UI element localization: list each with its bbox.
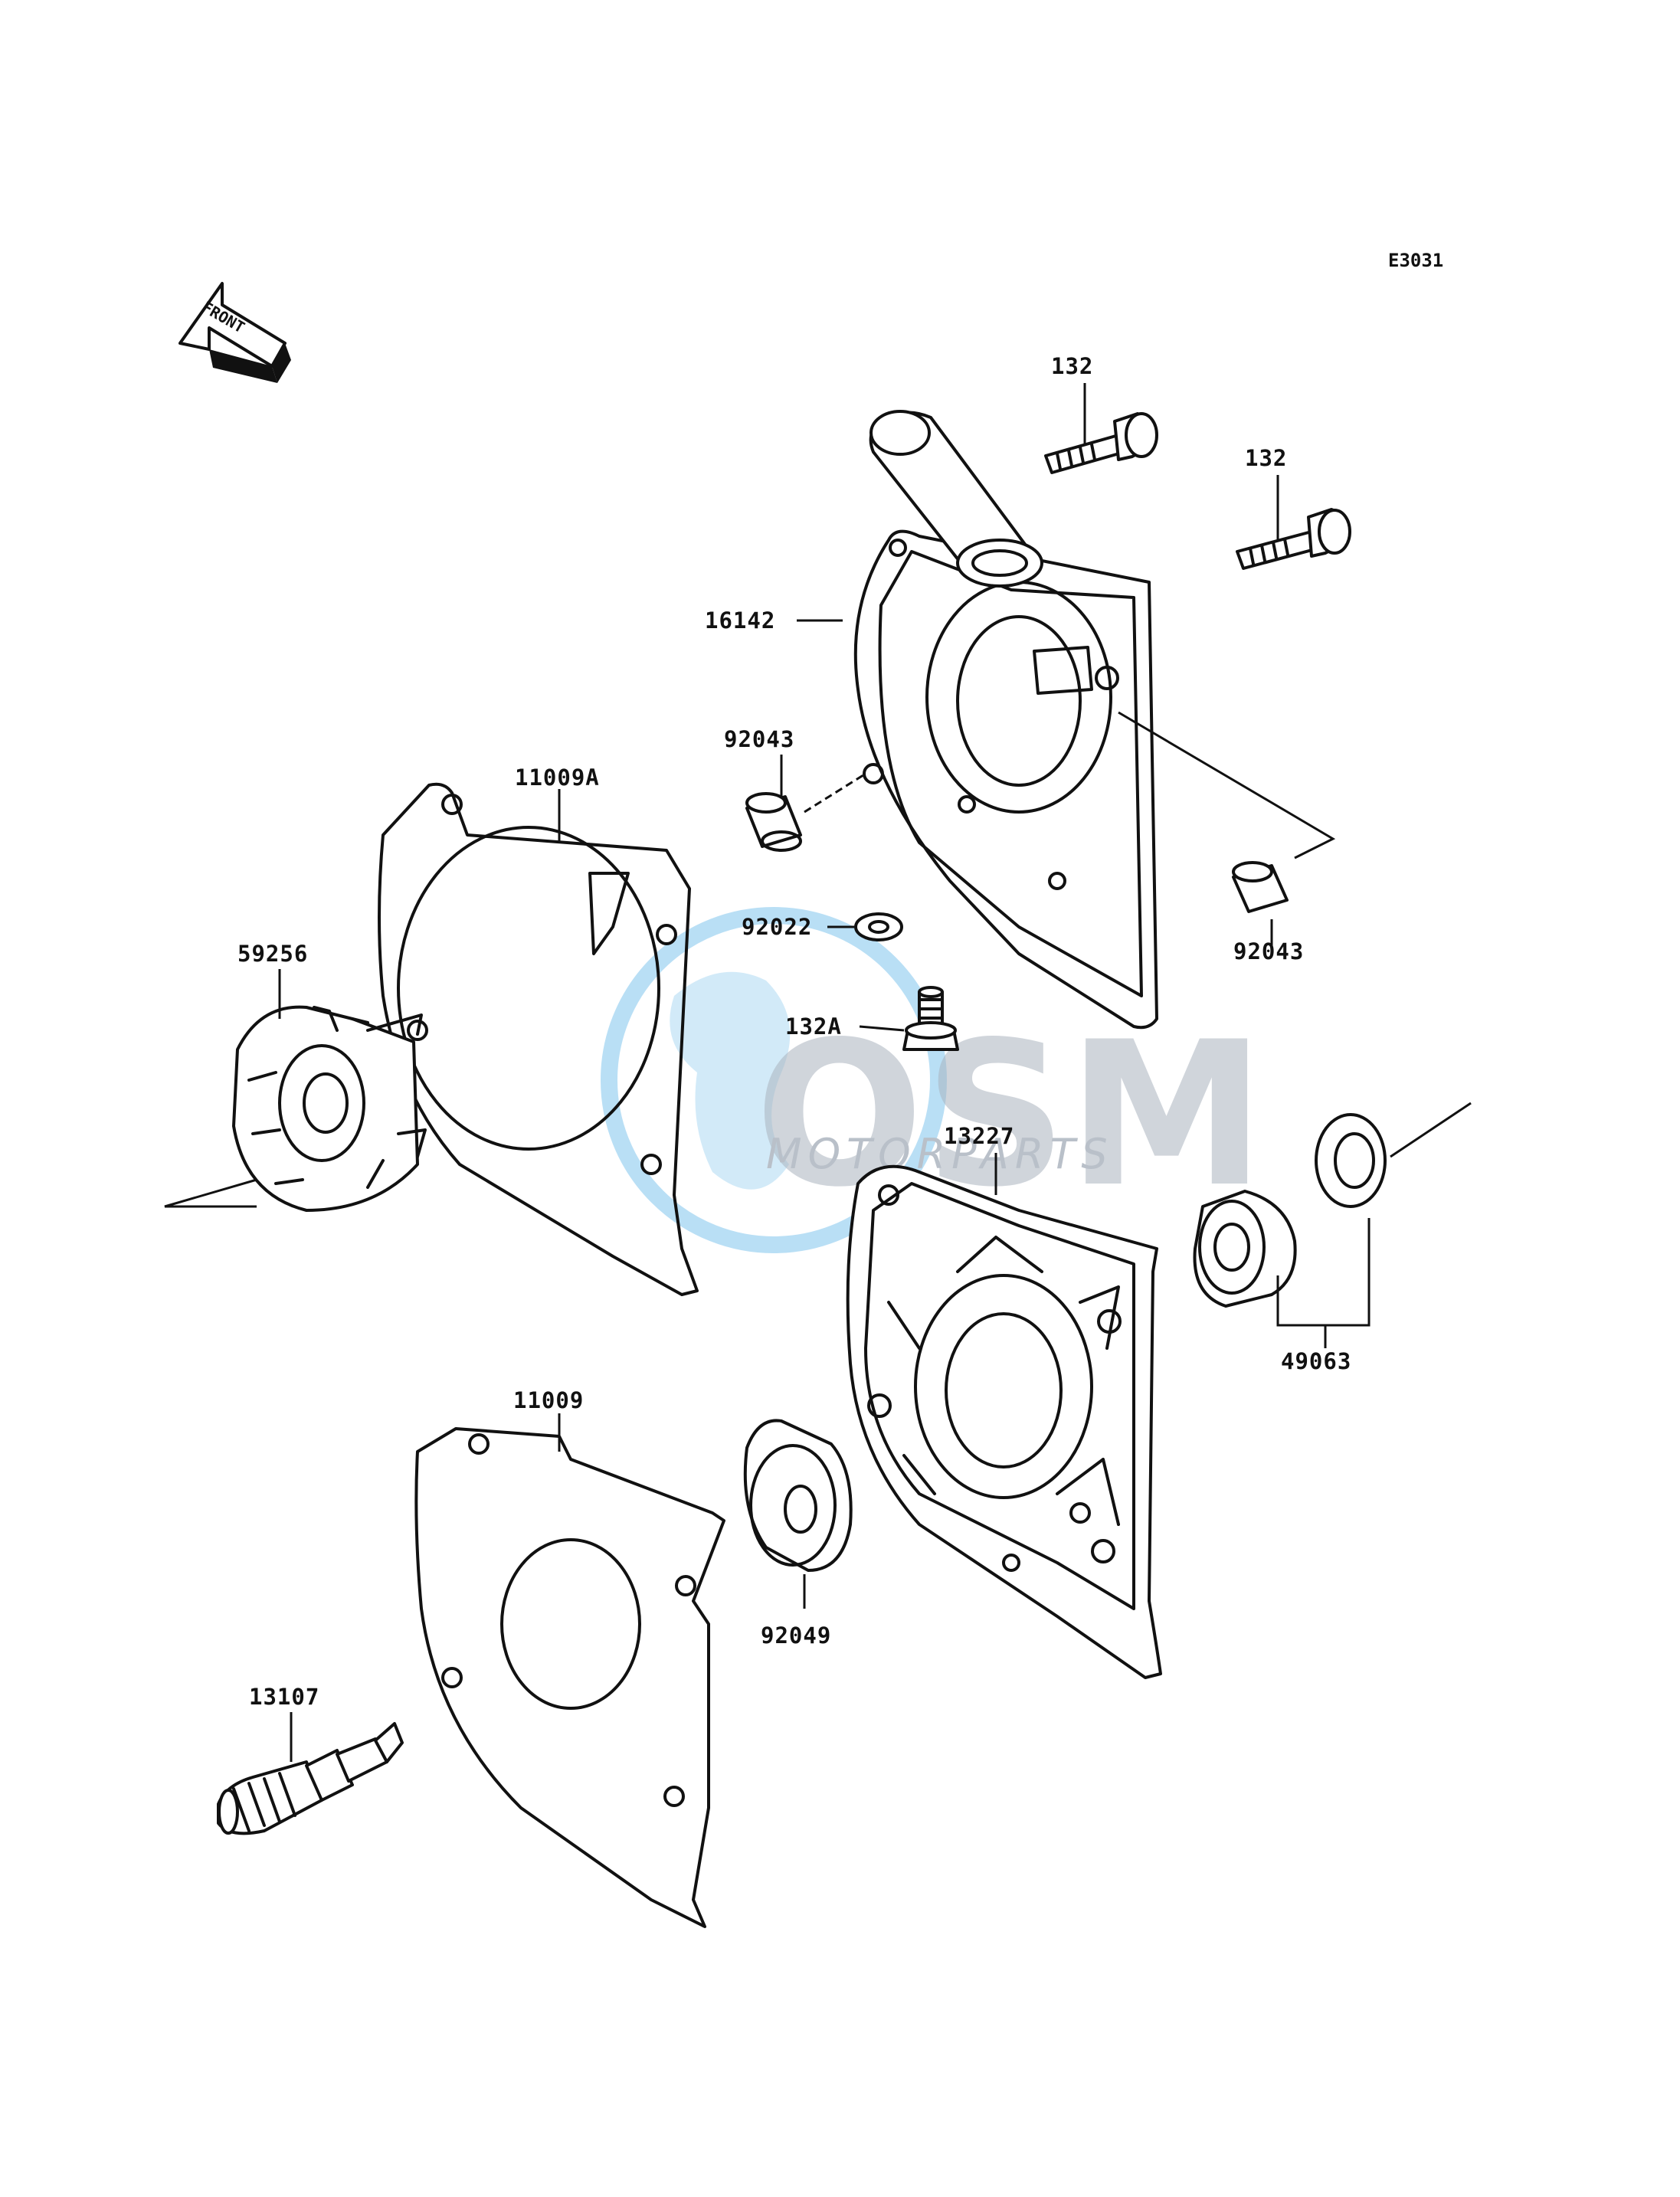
part-label-92022: 92022 [742,914,812,940]
part-label-132A: 132A [785,1013,842,1040]
part-label-13227: 13227 [944,1123,1014,1149]
part-label-92043-left: 92043 [724,726,794,752]
dowel-92043-left [745,792,802,852]
dowel-92043-right [1232,861,1289,913]
watermark: OSM MOTORPARTS [601,907,1266,1253]
gasket-11009A [378,782,699,1296]
part-label-16142: 16142 [705,607,775,634]
bolt-132A [902,986,959,1051]
diagram-code: E3031 [1388,250,1443,271]
part-label-92049: 92049 [761,1622,831,1649]
washer-92022 [854,912,903,941]
watermark-subtitle: MOTORPARTS [766,1130,1114,1178]
impeller-59256 [232,1005,427,1212]
part-label-49063: 49063 [1281,1348,1351,1374]
part-label-13107: 13107 [249,1684,319,1710]
pump-cover-16142 [853,410,1158,1030]
shaft-13107 [217,1722,404,1835]
watermark-logo: OSM [755,1000,1266,1231]
bolt-right [1236,508,1351,570]
oil-seal-92049 [743,1419,853,1572]
part-label-59256: 59256 [237,941,308,967]
front-arrow-icon: FRONT [178,282,291,383]
part-label-92043-right: 92043 [1233,938,1304,964]
seal-49063 [1193,1113,1387,1308]
part-label-11009A: 11009A [515,765,600,791]
gasket-11009 [414,1427,725,1928]
part-label-132-upper: 132 [1051,353,1093,379]
pump-body-13227 [846,1164,1162,1679]
part-label-11009: 11009 [513,1387,584,1413]
part-label-132-right: 132 [1245,445,1287,471]
bolt-upper [1044,412,1158,474]
